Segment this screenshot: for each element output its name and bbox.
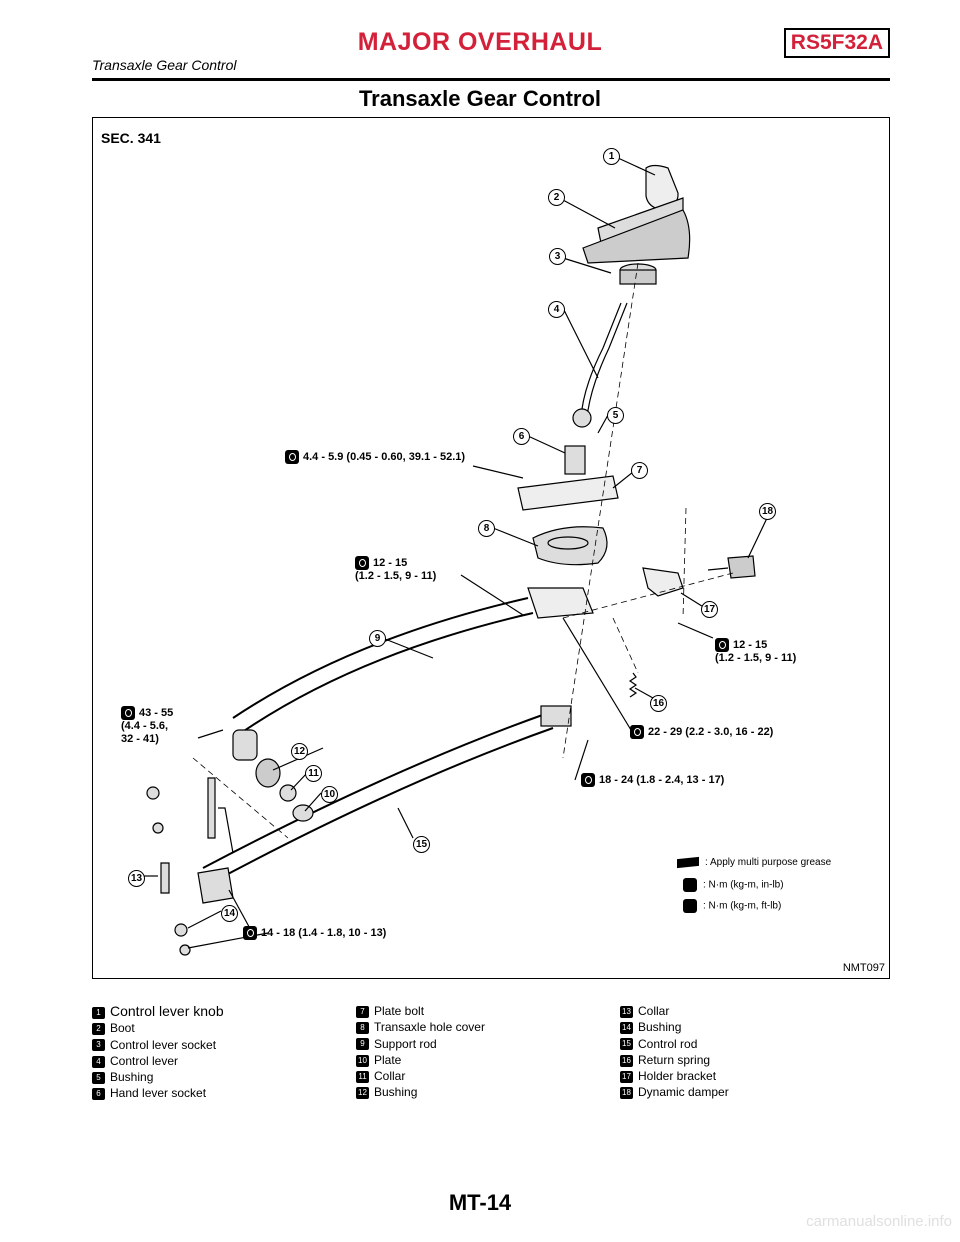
- callout-8: 8: [478, 520, 495, 537]
- page-number: MT-14: [448, 1190, 512, 1215]
- callout-1: 1: [603, 148, 620, 165]
- section-number: SEC. 341: [101, 130, 161, 146]
- torque-value: 12 - 15 (1.2 - 1.5, 9 - 11): [355, 556, 437, 582]
- callout-12: 12: [291, 743, 308, 760]
- header-divider: [92, 78, 890, 81]
- torque-ftlb-icon: [121, 706, 135, 720]
- header-title: MAJOR OVERHAUL: [357, 28, 603, 56]
- torque-ftlb-icon: [581, 773, 595, 787]
- callout-7: 7: [631, 462, 648, 479]
- callout-16: 16: [650, 695, 667, 712]
- legend-grease: : Apply multi purpose grease: [677, 856, 831, 870]
- header-subtitle: Transaxle Gear Control: [92, 57, 237, 73]
- torque-spec-bracket: 22 - 29 (2.2 - 3.0, 16 - 22): [630, 725, 773, 739]
- callout-2: 2: [548, 189, 565, 206]
- torque-value: 18 - 24 (1.8 - 2.4, 13 - 17): [599, 773, 725, 786]
- torque-spec-support-rod: 43 - 55 (4.4 - 5.6, 32 - 41): [121, 706, 173, 746]
- model-code-badge: RS5F32A: [783, 28, 890, 58]
- legend-text: : N·m (kg-m, in-lb): [703, 879, 784, 891]
- torque-spec-holder: 12 - 15 (1.2 - 1.5, 9 - 11): [715, 638, 796, 665]
- torque-spec-rear: 14 - 18 (1.4 - 1.8, 10 - 13): [243, 926, 386, 940]
- callout-3: 3: [549, 248, 566, 265]
- callout-18: 18: [759, 503, 776, 520]
- torque-value: 12 - 15 (1.2 - 1.5, 9 - 11): [715, 638, 797, 664]
- legend-text: : Apply multi purpose grease: [705, 857, 832, 868]
- torque-ftlb-icon: [355, 556, 369, 570]
- torque-inlb-icon: [285, 450, 299, 464]
- callout-4: 4: [548, 301, 565, 318]
- exploded-view-figure: SEC. 341 NMT097 1 2 3 4 5 6 7 8 9 10 11 …: [92, 117, 890, 979]
- torque-spec-control-rod: 18 - 24 (1.8 - 2.4, 13 - 17): [581, 773, 724, 787]
- torque-spec-cover: 12 - 15 (1.2 - 1.5, 9 - 11): [355, 556, 436, 583]
- legend-inlb: : N·m (kg-m, in-lb): [683, 878, 784, 893]
- callout-11: 11: [305, 765, 322, 782]
- torque-ftlb-icon: [630, 725, 644, 739]
- torque-ftlb-icon: [715, 638, 729, 652]
- torque-ftlb-icon: [243, 926, 257, 940]
- torque-value: 22 - 29 (2.2 - 3.0, 16 - 22): [648, 725, 774, 738]
- callout-6: 6: [513, 428, 530, 445]
- torque-spec-plate-bolt: 4.4 - 5.9 (0.45 - 0.60, 39.1 - 52.1): [285, 450, 465, 464]
- grease-icon: [677, 856, 699, 869]
- legend-text: : N·m (kg-m, ft-lb): [703, 900, 782, 912]
- watermark: carmanualsonline.info: [806, 1213, 952, 1230]
- callout-15: 15: [413, 836, 430, 853]
- callout-14: 14: [221, 905, 238, 922]
- callout-5: 5: [607, 407, 624, 424]
- torque-inlb-icon: [683, 878, 697, 892]
- exploded-diagram: [143, 157, 769, 956]
- callout-10: 10: [321, 786, 338, 803]
- callout-17: 17: [701, 601, 718, 618]
- legend-ftlb: : N·m (kg-m, ft-lb): [683, 899, 781, 914]
- figure-id: NMT097: [842, 962, 885, 974]
- callout-9: 9: [369, 630, 386, 647]
- torque-value: 4.4 - 5.9 (0.45 - 0.60, 39.1 - 52.1): [303, 450, 466, 463]
- torque-value: 14 - 18 (1.4 - 1.8, 10 - 13): [261, 926, 387, 939]
- torque-value: 43 - 55 (4.4 - 5.6, 32 - 41): [121, 706, 174, 745]
- torque-ftlb-icon: [683, 899, 697, 913]
- page-title: Transaxle Gear Control: [358, 86, 602, 111]
- callout-13: 13: [128, 870, 145, 887]
